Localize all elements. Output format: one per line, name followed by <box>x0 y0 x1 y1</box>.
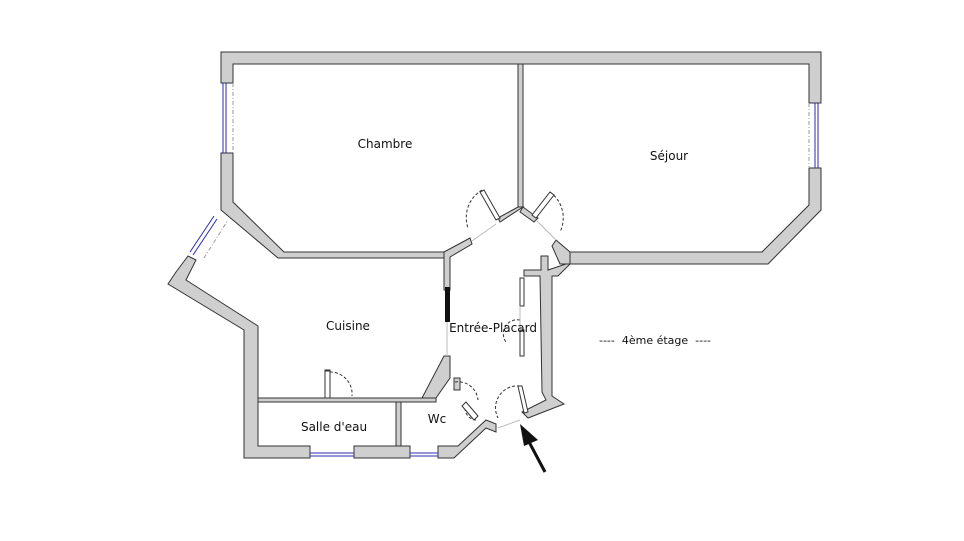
wall-sejour-right <box>569 167 822 265</box>
wall-bottom <box>353 445 411 459</box>
label-salle-eau: Salle d'eau <box>301 420 367 434</box>
wall-sejour-corner <box>551 239 571 265</box>
floor-label: ---- 4ème étage ---- <box>599 334 711 347</box>
wall-entree-right <box>521 255 572 419</box>
window-sills <box>203 83 810 259</box>
label-wc: Wc <box>428 412 446 426</box>
wall-door-frame-left <box>497 206 525 223</box>
wall-left-upper <box>220 152 448 259</box>
door-leaves <box>324 189 555 421</box>
wall-bath-wc <box>395 401 402 447</box>
wall-top <box>220 51 822 104</box>
wall-bottom-right <box>437 419 497 459</box>
wall-entree-left-lower <box>421 355 451 399</box>
windows <box>189 83 819 457</box>
wall-partition-vertical <box>517 63 524 208</box>
label-cuisine: Cuisine <box>326 319 370 333</box>
label-sejour: Séjour <box>650 149 688 163</box>
wall-wc-corner <box>453 377 461 391</box>
openings <box>446 219 557 429</box>
wall-kitchen-left <box>167 255 311 459</box>
partition-black <box>445 287 450 322</box>
label-entree: Entrée-Placard <box>449 321 537 335</box>
entrance-arrow <box>520 424 547 473</box>
wall-entree-left <box>443 237 473 291</box>
wall-kitchen-bath <box>257 369 437 403</box>
label-chambre: Chambre <box>358 137 413 151</box>
